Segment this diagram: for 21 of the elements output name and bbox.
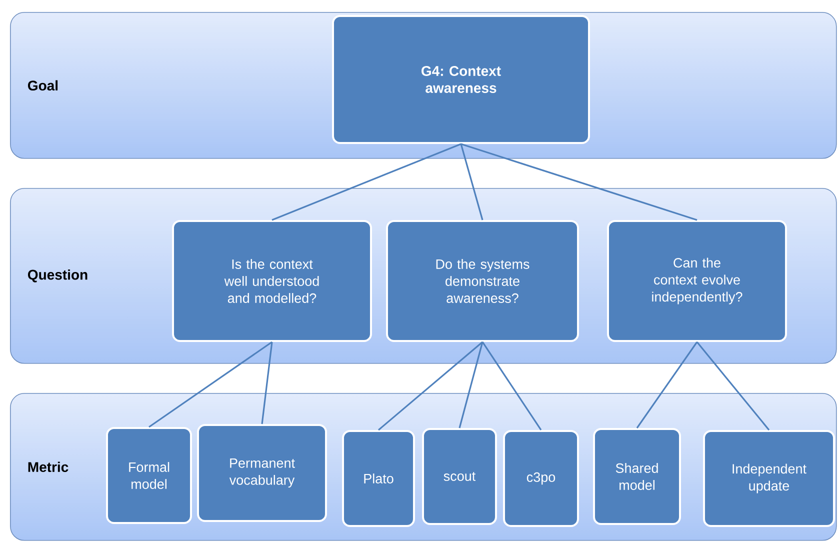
connector-line	[460, 143, 698, 221]
process-box: Is the context well understood and modelled?	[172, 220, 372, 342]
process-box: Can the context evolve independently?	[607, 220, 787, 342]
connector-line	[636, 342, 698, 428]
connector-line	[148, 341, 272, 428]
process-box: Do the systems demonstrate awareness?	[386, 220, 579, 342]
process-box: Permanent vocabulary	[197, 424, 327, 522]
process-box: G4: Context awareness	[332, 15, 590, 144]
connector-line	[460, 144, 484, 220]
connector-line	[482, 342, 542, 430]
process-box: Plato	[342, 430, 415, 527]
connector-line	[272, 143, 462, 221]
process-box: Formal model	[106, 427, 192, 524]
process-box: scout	[422, 428, 497, 525]
process-box: c3po	[503, 430, 579, 527]
connector-line	[261, 342, 273, 424]
connector-line	[378, 341, 484, 431]
connector-line	[458, 342, 484, 428]
process-box: Shared model	[593, 428, 681, 525]
process-box: Independent update	[703, 430, 835, 527]
connector-line	[696, 341, 770, 430]
